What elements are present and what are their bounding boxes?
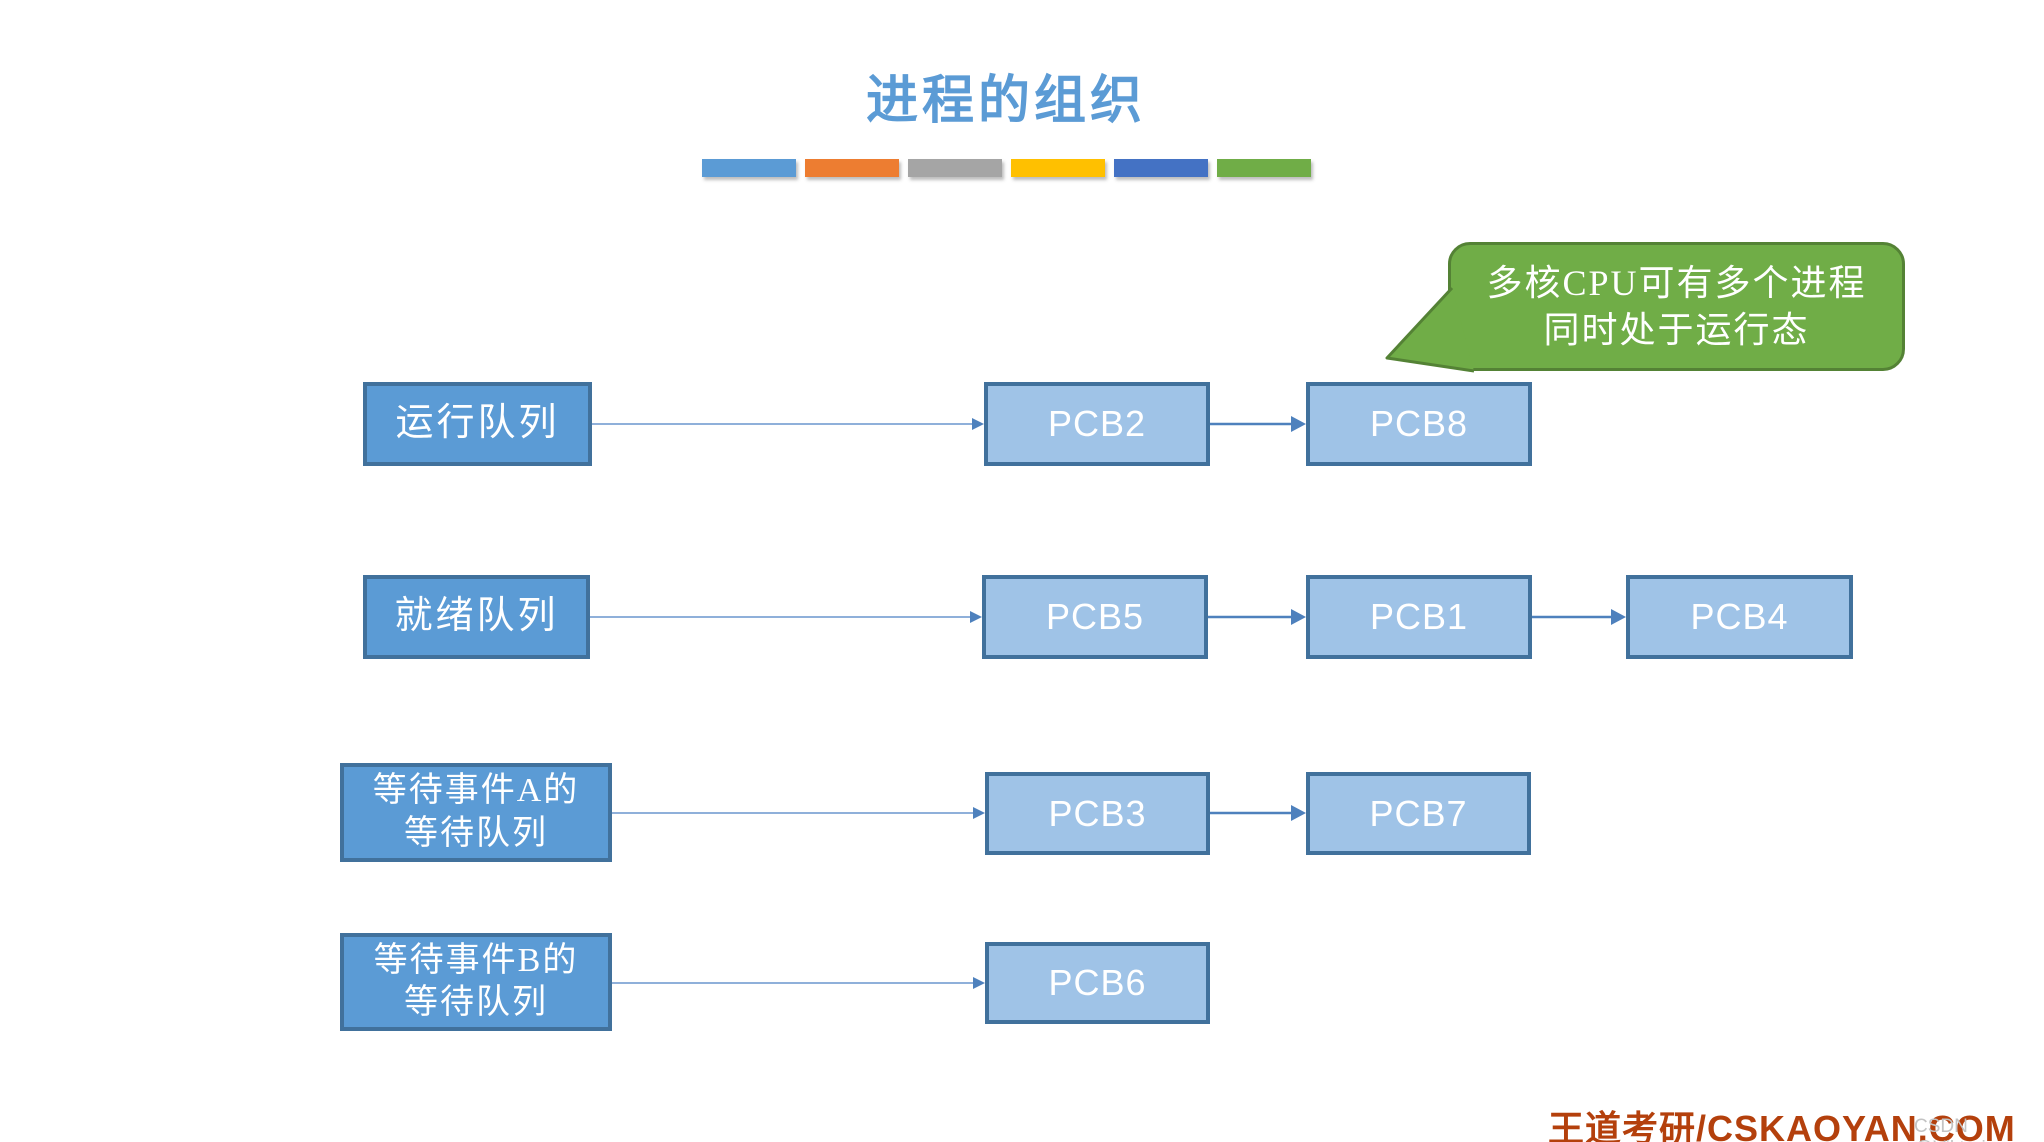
brand-text: 王道考研/CSKAOYAN.COM <box>1548 1108 2016 1142</box>
accent-bar-5 <box>1114 159 1208 177</box>
node-label: 等待事件A的 <box>372 772 580 809</box>
node-pcb3: PCB3 <box>985 772 1210 855</box>
node-label: 等待队列 <box>404 984 548 1021</box>
arrowhead-icon <box>972 418 984 430</box>
accent-bar-3 <box>908 159 1002 177</box>
arrow-pcb3-to-pcb7 <box>1210 805 1306 821</box>
node-label: 等待队列 <box>404 814 548 852</box>
node-pcb8: PCB8 <box>1306 382 1532 466</box>
node-label: PCB7 <box>1369 792 1468 834</box>
accent-bar-6 <box>1217 159 1311 177</box>
arrowhead-icon <box>1291 416 1306 432</box>
accent-bar-1 <box>702 159 796 177</box>
node-pcb1: PCB1 <box>1306 575 1532 659</box>
arrowhead-icon <box>970 611 982 623</box>
arrow-waita-to-pcb3 <box>612 807 985 819</box>
node-label: PCB4 <box>1690 596 1789 637</box>
node-pcb6: PCB6 <box>985 942 1210 1024</box>
node-queue-wait-a: 等待事件A的等待队列 <box>340 763 612 862</box>
node-label: 等待事件B的 <box>373 941 579 979</box>
node-label: PCB3 <box>1048 792 1147 834</box>
callout-bubble: 多核CPU可有多个进程 同时处于运行态 <box>1448 242 1905 371</box>
arrow-pcb1-to-pcb4 <box>1532 609 1626 625</box>
node-label: PCB1 <box>1369 596 1469 637</box>
arrow-waitb-to-pcb6 <box>612 977 985 989</box>
node-label: 运行队列 <box>395 402 560 445</box>
node-label: PCB6 <box>1048 962 1147 1003</box>
node-label: 就绪队列 <box>394 595 559 638</box>
node-pcb2: PCB2 <box>984 382 1210 466</box>
arrowhead-icon <box>1291 805 1306 821</box>
node-pcb4: PCB4 <box>1626 575 1853 659</box>
node-label: PCB2 <box>1047 403 1147 444</box>
accent-bar-2 <box>805 159 899 177</box>
node-queue-wait-b: 等待事件B的等待队列 <box>340 933 612 1031</box>
arrow-ready-to-pcb5 <box>590 611 982 623</box>
callout-line-1: 多核CPU可有多个进程 <box>1486 262 1867 303</box>
arrow-running-to-pcb2 <box>592 418 984 430</box>
node-pcb7: PCB7 <box>1306 772 1531 855</box>
node-label: PCB5 <box>1045 596 1145 637</box>
node-pcb5: PCB5 <box>982 575 1208 659</box>
page-title: 进程的组织 <box>865 73 1146 130</box>
watermark-text: CSDN @Viktoriae <box>1914 1116 2007 1142</box>
accent-bar-4 <box>1011 159 1105 177</box>
arrow-pcb5-to-pcb1 <box>1208 609 1306 625</box>
title-accent-bars <box>702 159 1311 177</box>
arrowhead-icon <box>973 807 985 819</box>
callout-tail <box>1385 286 1475 373</box>
arrow-pcb2-to-pcb8 <box>1210 416 1306 432</box>
node-queue-running: 运行队列 <box>363 382 592 466</box>
arrowhead-icon <box>973 977 985 989</box>
arrowhead-icon <box>1611 609 1626 625</box>
node-label: PCB8 <box>1369 403 1469 444</box>
arrowhead-icon <box>1291 609 1306 625</box>
callout-line-2: 同时处于运行态 <box>1543 309 1810 350</box>
node-queue-ready: 就绪队列 <box>363 575 590 659</box>
